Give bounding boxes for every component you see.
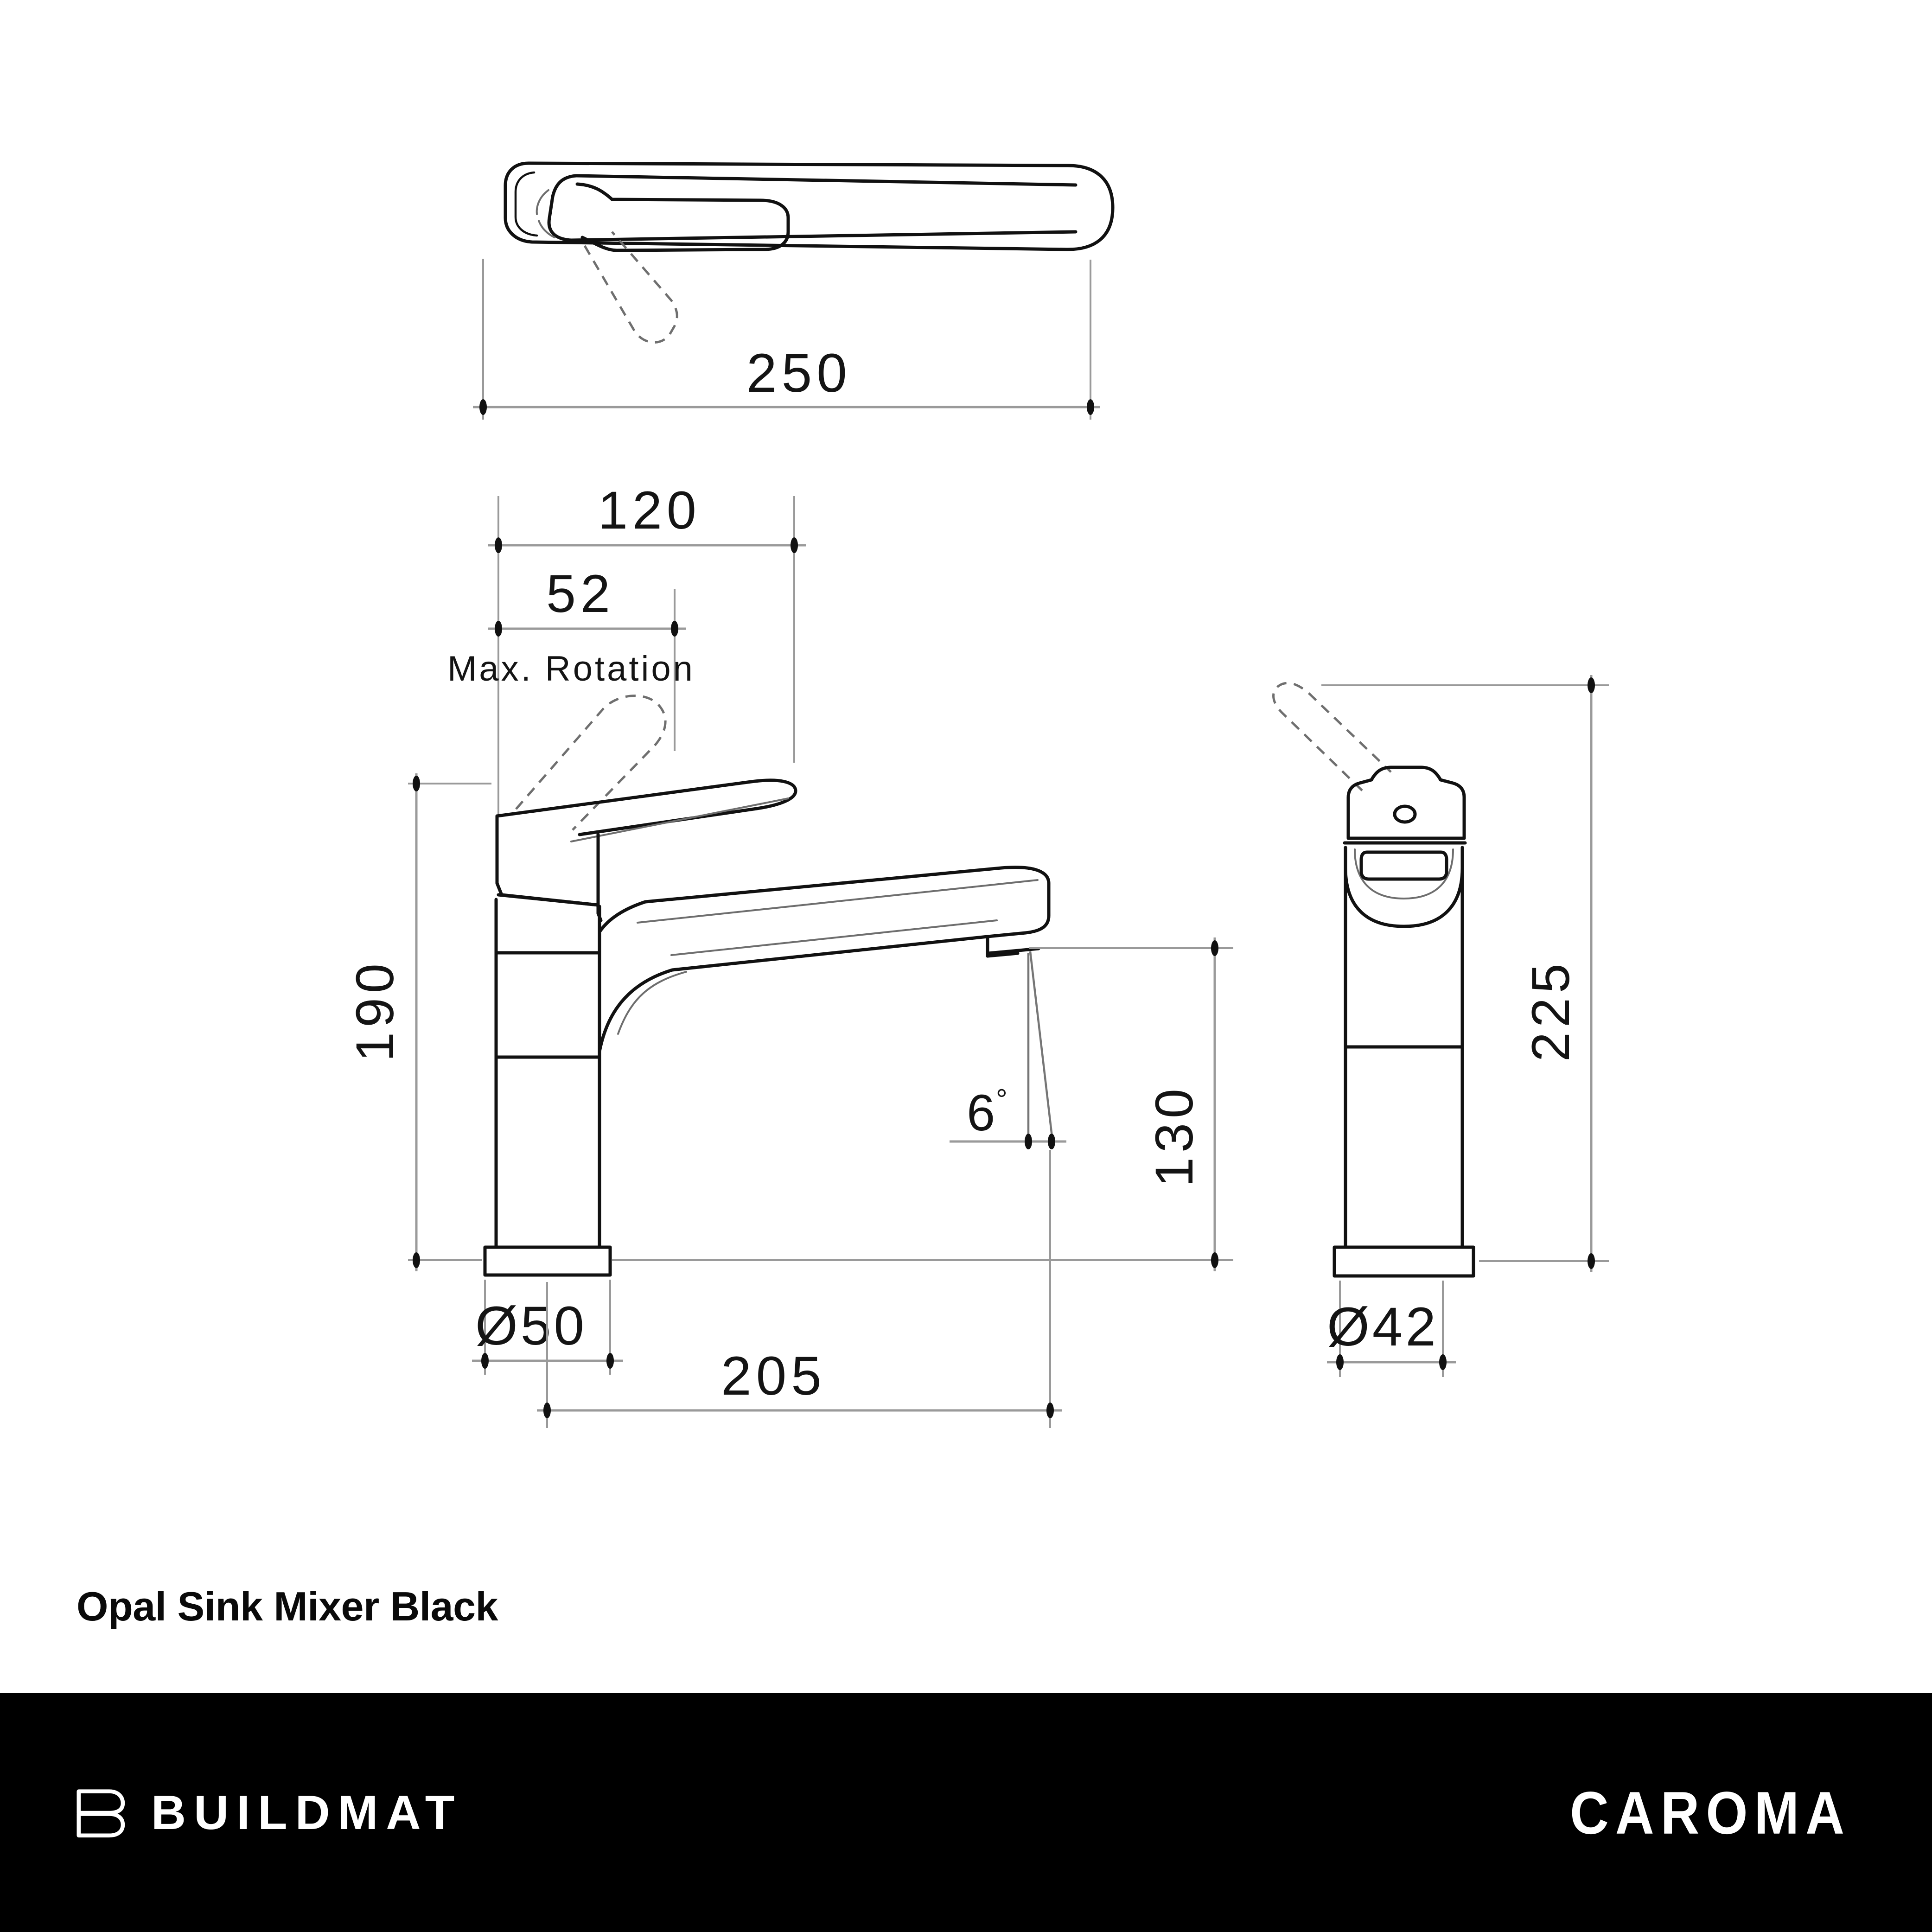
lever-raised-dashed (515, 695, 667, 831)
dim-tick-225-top (1588, 677, 1595, 693)
lever-body-lower-edge (497, 893, 600, 907)
lever-plate-outline (575, 182, 790, 252)
front-nose-inner-curve (1354, 848, 1454, 899)
dim-label-6deg: 6 (967, 1084, 995, 1141)
dim-label-52: 52 (546, 564, 615, 624)
angle-slope-line (1029, 951, 1054, 1141)
dim-tick-120-left (495, 537, 502, 553)
front-elevation-group: 225 Ø42 (1272, 675, 1609, 1377)
top-view-group: 250 (473, 161, 1115, 420)
degree-symbol: ° (996, 1084, 1007, 1116)
dim-label-120: 120 (598, 481, 701, 540)
index-hole-circle (1393, 804, 1417, 824)
handle-outline-outer (504, 161, 1115, 251)
footer-brand-bar: BUILDMAT CAROMA (0, 1693, 1932, 1932)
dim-label-dia42: Ø42 (1327, 1296, 1439, 1358)
dim-tick-225-bottom (1588, 1253, 1595, 1269)
lever-body-block (495, 814, 600, 907)
base-flange (483, 1245, 612, 1277)
dim-tick-250-right (1087, 399, 1094, 415)
spout-upper-profile (598, 866, 1051, 938)
handle-cap-neck (547, 174, 578, 242)
dim-label-250: 250 (746, 343, 852, 404)
technical-drawing-canvas: .obj { fill:none; stroke:#111111; stroke… (345, 161, 1609, 1428)
dim-label-130: 130 (1145, 1084, 1204, 1187)
note-max-rotation: Max. Rotation (447, 649, 695, 689)
max-rotation-swing-dashed (583, 231, 678, 344)
front-lever-raised-dashed (1272, 682, 1392, 791)
spout-highlight-lower (617, 971, 687, 1035)
title-block: Opal Sink Mixer Black (77, 1576, 1189, 1637)
cap-highlight-upper (536, 189, 549, 215)
dim-tick-205-right (1046, 1403, 1054, 1418)
spout-highlight-upper (637, 879, 1039, 924)
lever-top-surface (495, 778, 797, 836)
dim-label-205: 205 (721, 1345, 826, 1407)
dim-tick-190-top (413, 776, 420, 791)
front-base-flange (1333, 1245, 1475, 1278)
buildmat-logo[interactable]: BUILDMAT (74, 1785, 462, 1841)
dim-label-190: 190 (345, 959, 405, 1062)
buildmat-wordmark: BUILDMAT (151, 1785, 463, 1840)
dim-label-225: 225 (1521, 959, 1581, 1062)
cartridge-collar (494, 898, 601, 955)
dim-tick-dia42-right (1439, 1354, 1447, 1370)
dim-tick-250-left (479, 399, 487, 415)
dim-tick-dia50-right (606, 1353, 614, 1369)
dim-tick-130-top (1211, 940, 1218, 956)
dim-tick-130-bottom (1211, 1252, 1218, 1268)
dim-tick-52-left (495, 621, 502, 637)
dim-tick-angle-right (1048, 1134, 1055, 1149)
dim-tick-205-left (543, 1403, 551, 1418)
aerator-lip (987, 947, 1040, 955)
handle-edge-inner (514, 171, 538, 237)
dim-tick-52-right (671, 621, 678, 637)
buildmat-b-mark-icon (77, 1789, 125, 1837)
front-handle-cap (1346, 765, 1466, 840)
spout-top-edge (574, 174, 1078, 187)
dim-tick-120-right (791, 537, 798, 553)
lever-underside-highlight (570, 797, 789, 842)
dim-tick-angle-left (1025, 1134, 1032, 1149)
spout-bottom-edge (569, 230, 1078, 242)
dim-label-dia50: Ø50 (475, 1295, 587, 1357)
front-aerator-slot (1359, 850, 1448, 881)
cap-highlight-lower (538, 220, 555, 238)
caroma-wordmark[interactable]: CAROMA (1570, 1779, 1851, 1847)
spout-lower-profile (598, 935, 1020, 1053)
front-spout-nose (1344, 846, 1464, 928)
side-elevation-group: 120 52 Max. Rotation (345, 481, 1233, 1428)
page-title: Opal Sink Mixer Black (77, 1583, 498, 1629)
dim-tick-190-bottom (413, 1252, 420, 1268)
spout-highlight-mid (670, 919, 998, 956)
